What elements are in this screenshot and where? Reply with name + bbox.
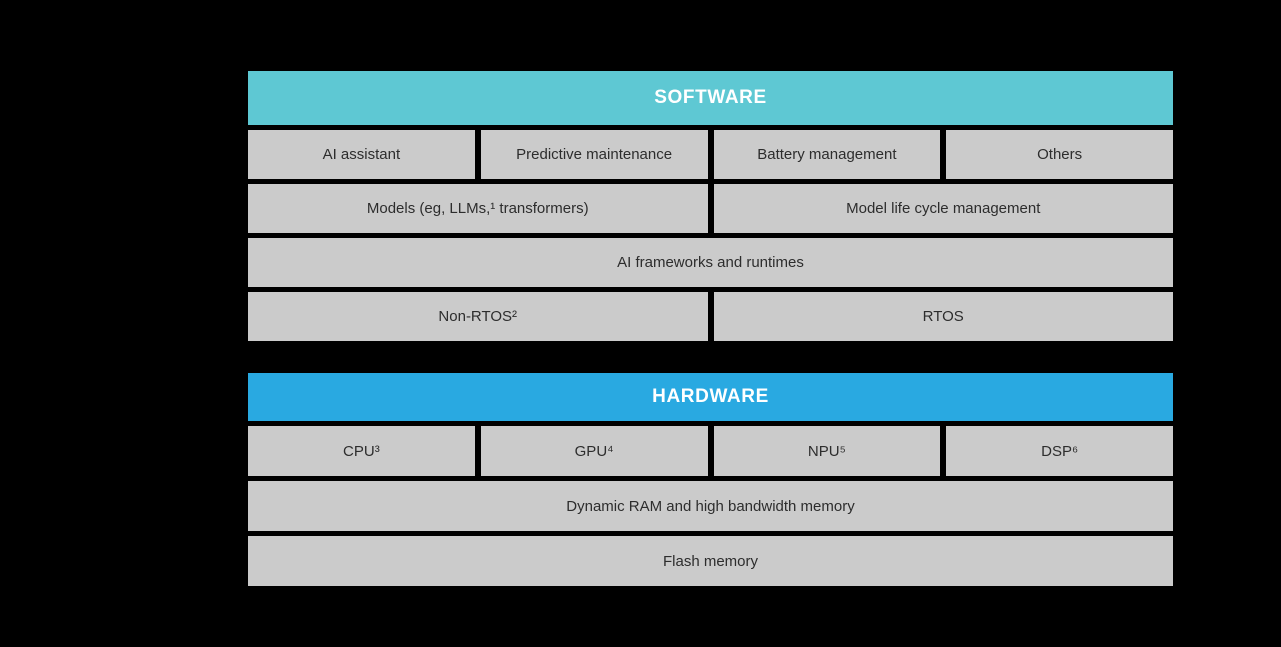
cell-ai-frameworks-runtimes: AI frameworks and runtimes [248, 238, 1173, 287]
hardware-row-processors: CPU³ GPU⁴ NPU⁵ DSP⁶ [248, 426, 1173, 476]
cell-rtos: RTOS [713, 292, 1173, 341]
cell-dynamic-ram-hbm: Dynamic RAM and high bandwidth memory [248, 481, 1173, 531]
software-row-models: Models (eg, LLMs,¹ transformers) Model l… [248, 184, 1173, 233]
software-row-os: Non-RTOS² RTOS [248, 292, 1173, 341]
software-row-frameworks: AI frameworks and runtimes [248, 238, 1173, 287]
cell-dsp: DSP⁶ [946, 426, 1173, 476]
cell-gpu: GPU⁴ [480, 426, 708, 476]
software-row-applications: AI assistant Predictive maintenance Batt… [248, 130, 1173, 179]
cell-models: Models (eg, LLMs,¹ transformers) [248, 184, 708, 233]
cell-flash-memory: Flash memory [248, 536, 1173, 586]
software-header: SOFTWARE [248, 71, 1173, 125]
software-section: SOFTWARE AI assistant Predictive mainten… [248, 71, 1173, 341]
cell-predictive-maintenance: Predictive maintenance [480, 130, 708, 179]
cell-ai-assistant: AI assistant [248, 130, 475, 179]
cell-battery-management: Battery management [713, 130, 941, 179]
hardware-header: HARDWARE [248, 373, 1173, 421]
cell-npu: NPU⁵ [713, 426, 941, 476]
cell-non-rtos: Non-RTOS² [248, 292, 708, 341]
hardware-row-ram: Dynamic RAM and high bandwidth memory [248, 481, 1173, 531]
cell-cpu: CPU³ [248, 426, 475, 476]
cell-others: Others [946, 130, 1173, 179]
hardware-section: HARDWARE CPU³ GPU⁴ NPU⁵ DSP⁶ Dynamic RAM… [248, 373, 1173, 586]
hardware-row-flash: Flash memory [248, 536, 1173, 586]
cell-model-lifecycle-management: Model life cycle management [713, 184, 1173, 233]
stack-diagram: SOFTWARE AI assistant Predictive mainten… [248, 71, 1173, 586]
